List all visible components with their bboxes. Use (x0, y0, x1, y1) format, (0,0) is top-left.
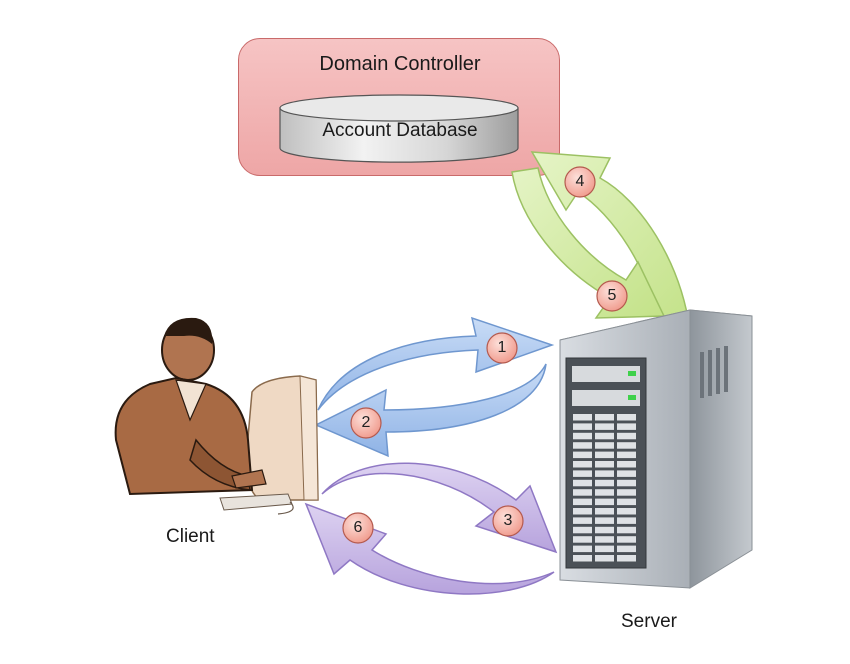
server-drive-slot (617, 526, 636, 534)
server-drive-slot (595, 555, 614, 562)
server-drive-slot (595, 489, 614, 496)
step-badge-2 (350, 407, 382, 439)
server-drive-slot (573, 414, 592, 421)
server-drive-slot (595, 461, 614, 468)
server-drive-slot (617, 555, 636, 562)
server-drive-slot (573, 526, 592, 534)
server-drive-slot (573, 508, 592, 515)
step-number-1: 1 (497, 339, 507, 356)
server-drive-slot (617, 508, 636, 515)
server-drive-slot (573, 442, 592, 449)
server-drive-slot (595, 536, 614, 543)
arrow-6-icon (304, 502, 555, 595)
server-drive-slot (595, 545, 614, 553)
server-drive-slot (617, 517, 636, 524)
step-badge-5 (596, 280, 628, 312)
server-drive-slot (573, 498, 592, 506)
server-drive-slot (573, 479, 592, 487)
server-drive-slot (573, 470, 592, 477)
server-drive-slot (617, 442, 636, 449)
server-drive-slot (573, 423, 592, 430)
client-label: Client (166, 526, 215, 547)
server-drive-slot (595, 451, 614, 459)
server-drive-slot (595, 498, 614, 506)
account-database-icon (279, 94, 519, 163)
server-drive-slot (573, 451, 592, 459)
server-drive-slot (595, 479, 614, 487)
server-drive-slot (617, 423, 636, 430)
step-number-2: 2 (361, 414, 371, 431)
client-person-icon (114, 317, 319, 515)
step-number-5: 5 (607, 287, 617, 304)
server-drive-slot (573, 461, 592, 468)
step-badge-1 (486, 332, 518, 364)
server-drive-slot (617, 489, 636, 496)
server-drive-slot (595, 414, 614, 421)
server-drive-slot (617, 479, 636, 487)
server-drive-slot (617, 432, 636, 440)
server-drive-slot (595, 526, 614, 534)
server-drive-slot (595, 470, 614, 477)
server-drive-slot (617, 545, 636, 553)
server-icon (559, 309, 753, 589)
step-number-6: 6 (353, 519, 363, 536)
account-database-label: Account Database (322, 120, 478, 141)
step-badge-3 (492, 505, 524, 537)
server-drive-slot (595, 432, 614, 440)
step-badge-4 (564, 166, 596, 198)
server-drive-slot (573, 489, 592, 496)
server-drive-slot (617, 414, 636, 421)
server-drive-slot (573, 517, 592, 524)
server-drive-slot (573, 545, 592, 553)
server-drive-slot (617, 470, 636, 477)
server-label: Server (621, 611, 677, 632)
server-drive-slot (595, 517, 614, 524)
step-number-4: 4 (575, 173, 585, 190)
server-drive-slot (617, 498, 636, 506)
server-drive-slot (573, 555, 592, 562)
server-drive-slot (573, 432, 592, 440)
server-drive-slot (573, 536, 592, 543)
server-drive-slot (595, 508, 614, 515)
server-drive-slot (617, 451, 636, 459)
domain-controller-title: Domain Controller (319, 53, 481, 75)
server-drive-slot (595, 423, 614, 430)
step-number-3: 3 (503, 512, 513, 529)
server-drive-slot (617, 536, 636, 543)
server-drive-slot (617, 461, 636, 468)
step-badge-6 (342, 512, 374, 544)
server-drive-slot (595, 442, 614, 449)
